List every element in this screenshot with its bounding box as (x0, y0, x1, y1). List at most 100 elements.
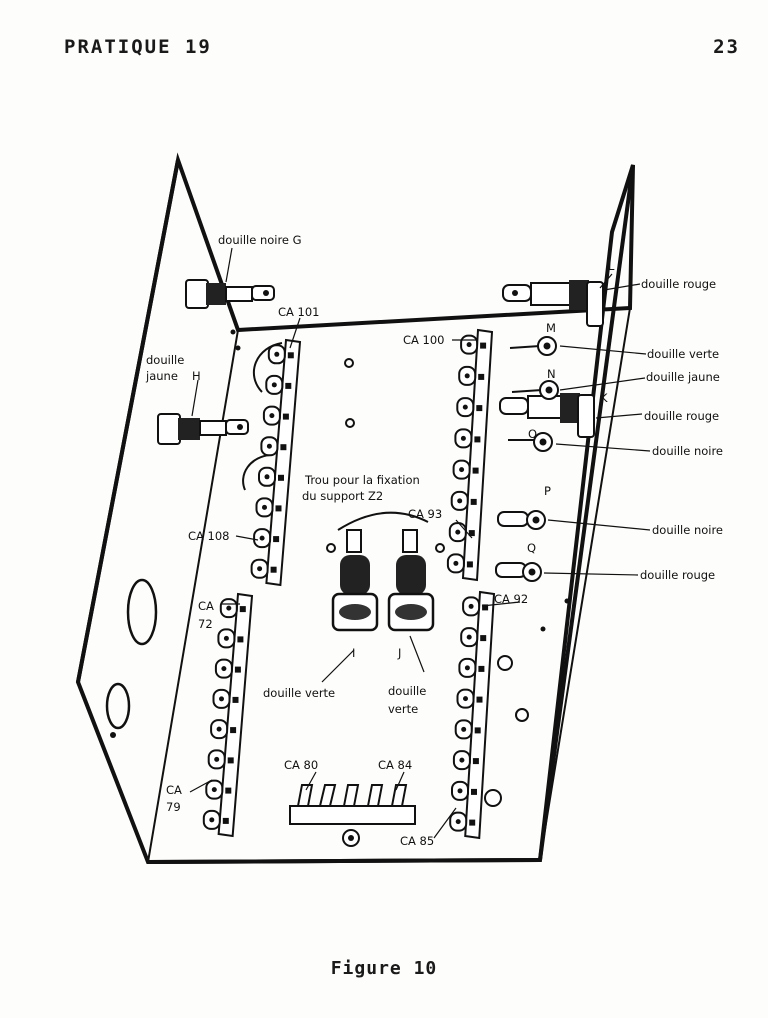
terminal-strip-ca101-ca108 (250, 338, 302, 587)
figure-caption: Figure 10 (330, 958, 438, 979)
label-douille-noire-g: douille noire G (218, 233, 302, 247)
fixation-arc (337, 511, 429, 531)
lug-hole (257, 566, 263, 572)
lug-hole (259, 535, 265, 541)
terminal-strip-ca100-ca93 (446, 328, 494, 582)
lug-hole (460, 435, 466, 441)
label-ca101: CA 101 (278, 305, 320, 319)
strip-rivet (273, 536, 280, 543)
lug-hole (457, 498, 463, 504)
strip-rivet (466, 561, 473, 568)
lug-hole (461, 726, 467, 732)
jack-o (508, 432, 553, 452)
lug-hole (455, 529, 461, 535)
lug-hole (269, 413, 275, 419)
socket-k (499, 393, 595, 438)
strip-rivet (472, 467, 479, 474)
floor-hole (344, 358, 354, 368)
page-number: 23 (713, 36, 740, 58)
strip-rivet (476, 696, 483, 703)
label-douille-noire-p: douille noire (652, 523, 723, 537)
label-ca108: CA 108 (188, 529, 230, 543)
jack-m (509, 336, 557, 356)
fuse-holder-i (331, 529, 379, 632)
strip-rivet (278, 474, 284, 481)
label-douille-rouge-q: douille rouge (640, 568, 715, 582)
socket-h (157, 413, 249, 445)
label-ca80: CA 80 (284, 758, 318, 772)
lug-hole (209, 817, 215, 823)
lug-hole (453, 560, 459, 566)
strip-rivet (234, 666, 241, 673)
strip-rivet (471, 788, 477, 795)
label-douille-jaune-line2: jaune (145, 369, 178, 383)
strip-rivet (222, 817, 229, 824)
lug-hole (214, 756, 220, 762)
label-letter-m: M (546, 321, 556, 335)
label-trou-line1: Trou pour la fixation (304, 473, 420, 487)
strip-rivet (287, 352, 294, 359)
floor-hole (235, 345, 241, 351)
strip-rivet (239, 606, 246, 613)
strip-rivet (480, 635, 487, 642)
lug-hole (466, 342, 472, 348)
strip-rivet (275, 505, 282, 512)
side-hole-small (105, 682, 131, 730)
side-hole-large (126, 578, 158, 646)
label-douille-jaune-line1: douille (146, 353, 184, 367)
strip-rivet (470, 498, 477, 505)
strip-rivet (469, 819, 476, 826)
lug-hole (211, 787, 217, 793)
floor-hole (540, 626, 546, 632)
socket-g (185, 279, 275, 309)
terminal-strip-ca80-ca84 (289, 784, 416, 847)
screw (497, 655, 513, 671)
label-trou-line2: du support Z2 (302, 489, 383, 503)
label-douille-verte-m: douille verte (647, 347, 719, 361)
strip-rivet (474, 727, 481, 734)
strip-rivet (225, 787, 232, 794)
terminal-strip-ca72-ca79 (202, 592, 254, 838)
label-letter-j: J (397, 646, 401, 660)
strip-rivet (482, 604, 489, 611)
label-ca93: CA 93 (408, 507, 442, 521)
label-douille-noire-o: douille noire (652, 444, 723, 458)
label-letter-h: H (192, 369, 201, 383)
label-letter-l: L (608, 259, 615, 273)
label-ca72-line1: CA (198, 599, 214, 613)
floor-hole (230, 329, 236, 335)
strip-rivet (285, 382, 292, 389)
strip-rivet (476, 405, 483, 412)
strip-rivet (230, 727, 237, 734)
label-douille-rouge-l: douille rouge (641, 277, 716, 291)
lug-hole (466, 634, 472, 640)
label-douille-jaune-n: douille jaune (646, 370, 720, 384)
label-letter-q: Q (527, 541, 536, 555)
lug-hole (266, 443, 272, 449)
label-douille-rouge-k: douille rouge (644, 409, 719, 423)
floor-hole (564, 598, 570, 604)
strip-rivet (270, 566, 277, 573)
floor-hole (435, 543, 445, 553)
lug-hole (271, 382, 277, 388)
label-ca79-line1: CA (166, 783, 182, 797)
lug-hole (274, 351, 280, 357)
fuse-holder-j (387, 529, 435, 632)
socket-l (502, 280, 604, 327)
lug-hole (455, 819, 461, 825)
screw (484, 789, 502, 807)
leader-lines (189, 247, 651, 839)
terminal-strips (202, 328, 496, 840)
strip-rivet (227, 757, 234, 764)
lug-hole (463, 696, 468, 702)
label-ca85: CA 85 (400, 834, 434, 848)
strip-rivet (472, 758, 479, 765)
label-ca92: CA 92 (494, 592, 528, 606)
floor-hole (326, 543, 336, 553)
lug-hole (464, 373, 470, 379)
lug-hole (216, 726, 222, 732)
panel-opening-mid (242, 454, 271, 491)
label-ca72-line2: 72 (198, 617, 213, 631)
